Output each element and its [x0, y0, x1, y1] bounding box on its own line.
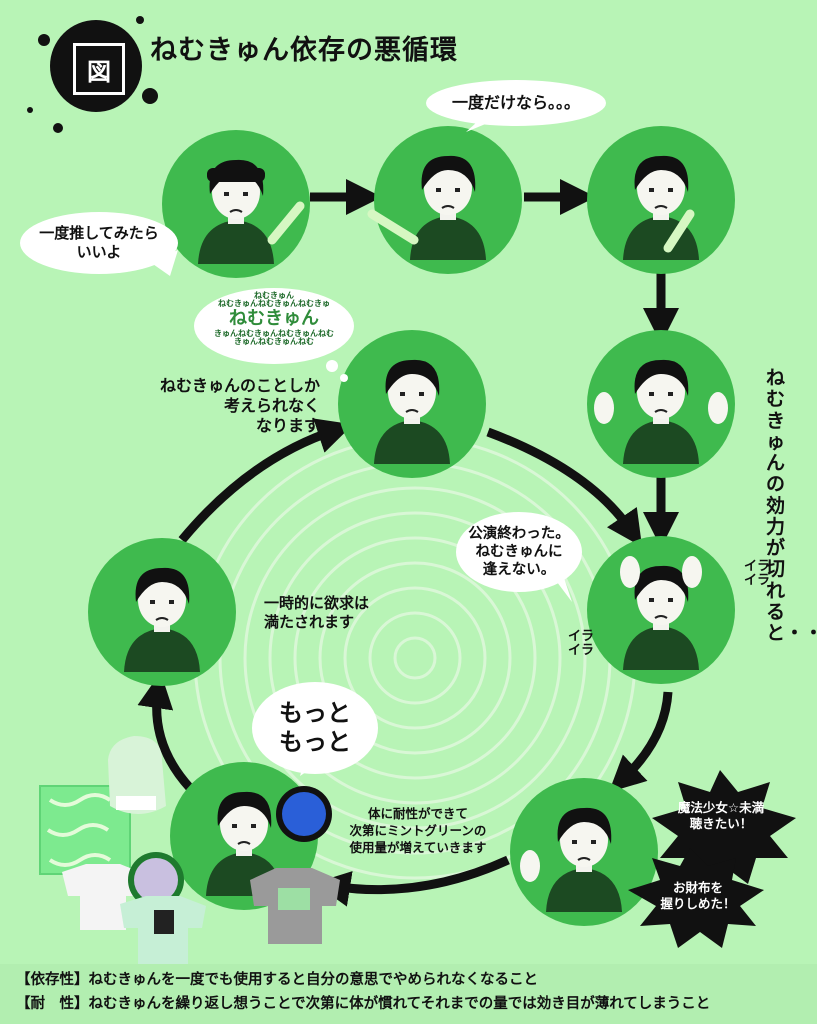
- stage-circle-agitated: [587, 330, 735, 478]
- bubble-recommend: 一度推してみたら いいよ: [20, 212, 178, 274]
- caption-satisfied: 一時的に欲求は 満たされます: [264, 594, 370, 631]
- figure-badge: 図: [73, 43, 125, 95]
- caption-only-think: ねむきゅんのことしか 考えられなく なります: [159, 376, 320, 435]
- bubble-more: もっと もっと: [252, 682, 378, 774]
- stage-circle-friend: [162, 130, 310, 278]
- page-title: ねむきゅん依存の悪循環: [150, 35, 458, 66]
- irritation-upper: イラ イラ: [743, 559, 770, 589]
- cloud-line: きゅんねむきゅんねむ: [234, 337, 314, 347]
- bubble-once: 一度だけなら。。。: [426, 80, 606, 126]
- stage-circle-clutching: [510, 778, 658, 926]
- irritation-lower: イラ イラ: [568, 629, 595, 659]
- thought-cloud-text: ねむきゅん ねむきゅんねむきゅんねむきゅ ねむきゅん きゅんねむきゅんねむきゅん…: [196, 291, 352, 347]
- stage-circle-satisfied: [88, 538, 236, 686]
- flow-arrows: [310, 179, 679, 548]
- definition-tolerance: 【耐 性】ねむきゅんを繰り返し想うことで次第に体が慣れてそれまでの量では効き目が…: [16, 996, 711, 1012]
- definition-dependence: 【依存性】ねむきゅんを一度でも使用すると自分の意思でやめられなくなること: [16, 972, 538, 988]
- burst-wallet: [628, 848, 764, 948]
- cycle-arrows: [137, 418, 673, 907]
- stage-circle-obsessed: [338, 330, 486, 478]
- thought-cloud: [194, 288, 354, 382]
- caption-tolerance: 体に耐性ができて 次第にミントグリーンの 使用量が増えていきます: [349, 806, 487, 855]
- stage-circle-curious: [367, 126, 522, 274]
- stage-circle-holding: [587, 126, 735, 274]
- definitions-panel: 【依存性】ねむきゅんを一度でも使用すると自分の意思でやめられなくなること 【耐 …: [0, 964, 817, 1024]
- bubble-tail: [150, 250, 178, 276]
- caption-wears-off: ねむきゅんの効力が切れると・・・: [766, 367, 817, 645]
- burst-want-listen-text: 魔法少女☆未満 聴きたい！: [677, 800, 765, 831]
- cloud-line: ねむきゅん: [254, 291, 294, 300]
- stage-circle-frustrated: [587, 536, 735, 684]
- cloud-main-word: ねむきゅん: [229, 307, 319, 329]
- merch-items: [39, 736, 340, 964]
- bubble-concert-over: 公演終わった。 ねむきゅんに 逢えない。: [456, 512, 582, 592]
- burst-wallet-text: お財布を 握りしめた！: [660, 880, 736, 911]
- cloud-line: きゅんねむきゅんねむきゅんねむ: [214, 328, 334, 338]
- cloud-line: ねむきゅんねむきゅんねむきゅ: [218, 299, 330, 309]
